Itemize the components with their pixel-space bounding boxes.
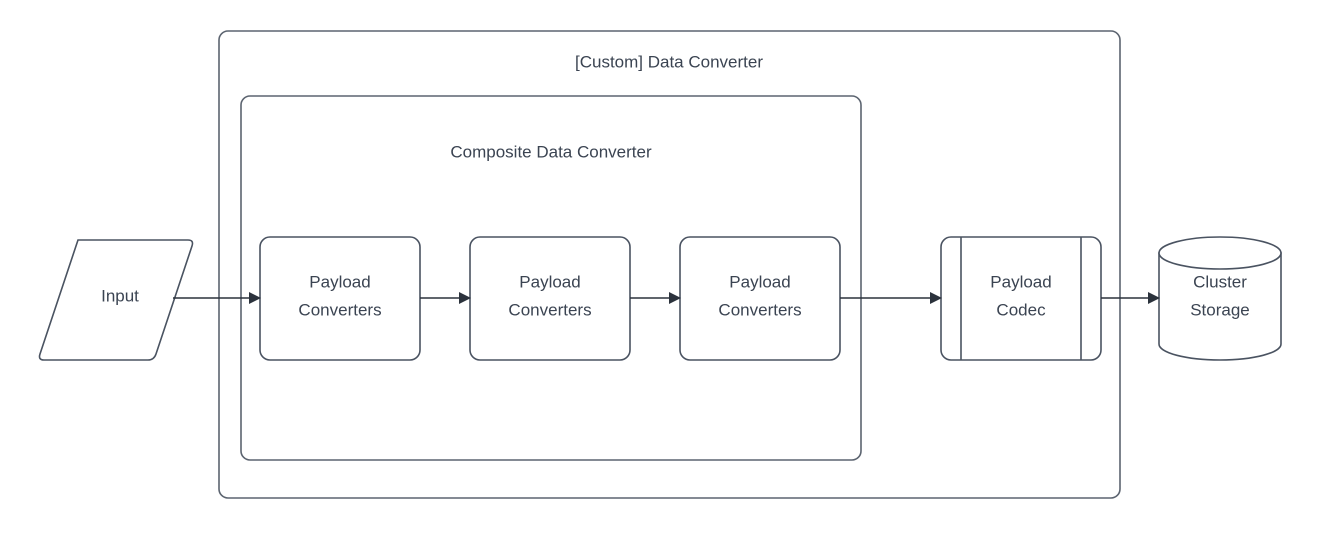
node-payload-codec[interactable]: Payload Codec	[940, 236, 1102, 361]
payload-codec-box	[940, 236, 1102, 361]
payload-converters-2-box	[469, 236, 631, 361]
payload-converters-2-label-line1: Payload	[519, 272, 580, 291]
edge-payload-converters-3-to-payload-codec	[840, 292, 942, 304]
arrowhead-icon	[669, 292, 681, 304]
payload-converters-1-box	[259, 236, 421, 361]
composite-data-converter-title: Composite Data Converter	[450, 142, 652, 161]
container-composite-data-converter[interactable]: Composite Data Converter	[240, 95, 862, 461]
payload-converters-3-label-line2: Converters	[718, 300, 801, 319]
node-payload-converters-2[interactable]: Payload Converters	[469, 236, 631, 361]
edge-payload-converters-2-to-3	[630, 292, 681, 304]
cluster-storage-cylinder-body	[1158, 252, 1282, 361]
payload-converters-1-label-line1: Payload	[309, 272, 370, 291]
arrowhead-icon	[1148, 292, 1160, 304]
payload-converters-1-label-line2: Converters	[298, 300, 381, 319]
node-payload-converters-1[interactable]: Payload Converters	[259, 236, 421, 361]
custom-data-converter-title: [Custom] Data Converter	[575, 52, 763, 71]
composite-data-converter-boundary	[240, 95, 862, 461]
cluster-storage-label-line2: Storage	[1190, 300, 1250, 319]
cluster-storage-cylinder-top	[1158, 236, 1282, 270]
payload-converters-3-label-line1: Payload	[729, 272, 790, 291]
arrowhead-icon	[459, 292, 471, 304]
input-label: Input	[101, 286, 139, 305]
cluster-storage-label-line1: Cluster	[1193, 272, 1247, 291]
node-payload-converters-3[interactable]: Payload Converters	[679, 236, 841, 361]
edge-payload-codec-to-cluster-storage	[1101, 292, 1160, 304]
node-cluster-storage[interactable]: Cluster Storage	[1158, 236, 1282, 361]
arrowhead-icon	[249, 292, 261, 304]
edge-input-to-payload-converters-1	[173, 292, 261, 304]
container-custom-data-converter[interactable]: [Custom] Data Converter	[218, 30, 1121, 499]
payload-converters-2-label-line2: Converters	[508, 300, 591, 319]
edge-payload-converters-1-to-2	[420, 292, 471, 304]
arrowhead-icon	[930, 292, 942, 304]
custom-data-converter-boundary	[218, 30, 1121, 499]
payload-converters-3-box	[679, 236, 841, 361]
node-input[interactable]: Input	[38, 239, 194, 361]
input-parallelogram	[38, 239, 194, 361]
payload-codec-label-line2: Codec	[996, 300, 1046, 319]
payload-codec-label-line1: Payload	[990, 272, 1051, 291]
